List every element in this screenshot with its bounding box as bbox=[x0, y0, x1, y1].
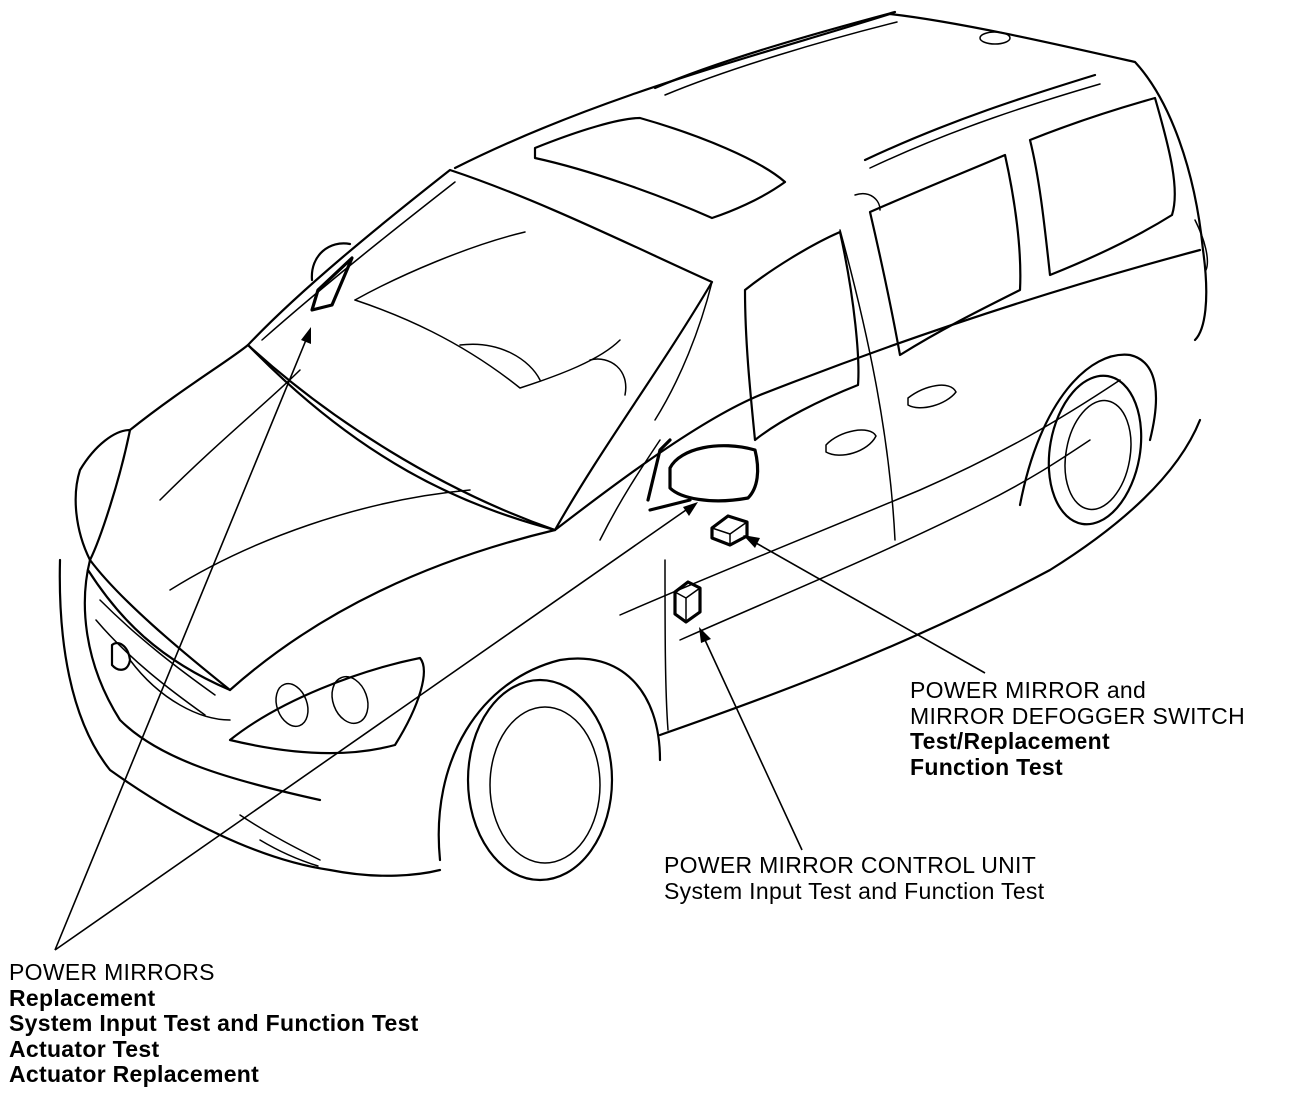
leader-lines bbox=[54, 327, 986, 951]
mirrors-item-system-input-test: System Input Test and Function Test bbox=[9, 1010, 419, 1036]
switch-title-line2: MIRROR DEFOGGER SWITCH bbox=[910, 702, 1245, 729]
mirrors-title: POWER MIRRORS bbox=[9, 959, 215, 985]
van-body bbox=[58, 10, 1209, 882]
mirrors-callout: POWER MIRRORS Replacement System Input T… bbox=[9, 959, 419, 1088]
mirrors-item-actuator-test: Actuator Test bbox=[9, 1035, 160, 1062]
mirrors-item-replacement: Replacement bbox=[9, 984, 156, 1011]
control-unit-item: System Input Test and Function Test bbox=[664, 877, 1045, 904]
control-unit-callout: POWER MIRROR CONTROL UNIT System Input T… bbox=[664, 852, 1045, 904]
switch-item-test-replacement: Test/Replacement bbox=[910, 728, 1110, 754]
switch-callout: POWER MIRROR and MIRROR DEFOGGER SWITCH … bbox=[910, 677, 1245, 780]
switch-title-line1: POWER MIRROR and bbox=[910, 677, 1147, 703]
switch-item-function-test: Function Test bbox=[910, 753, 1063, 780]
mirrors-item-actuator-replacement: Actuator Replacement bbox=[9, 1061, 260, 1087]
control-unit-title: POWER MIRROR CONTROL UNIT bbox=[664, 852, 1037, 878]
highlighted-components bbox=[310, 242, 760, 624]
